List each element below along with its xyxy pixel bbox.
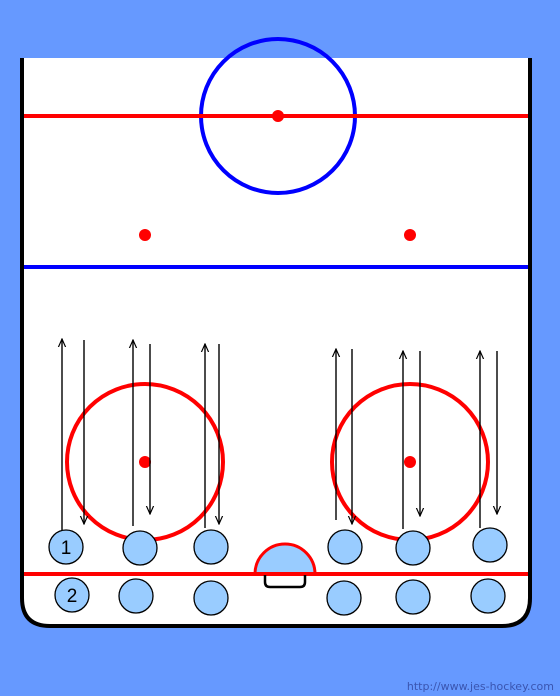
goal-crease <box>253 542 317 576</box>
site-watermark: http://www.jes-hockey.com <box>406 680 554 693</box>
player-marker <box>395 579 431 615</box>
player-marker <box>327 529 363 565</box>
player-marker <box>122 530 158 566</box>
right-faceoff-dot <box>404 456 416 468</box>
player-number: 1 <box>61 538 72 559</box>
player-number: 2 <box>67 586 78 607</box>
goal-net <box>263 575 307 589</box>
player-marker <box>470 578 506 614</box>
neutral-zone-dot-left <box>139 229 151 241</box>
skating-arrows <box>62 339 497 532</box>
player-marker: 2 <box>54 577 90 613</box>
ice-surface <box>22 58 530 626</box>
player-marker <box>326 580 362 616</box>
players: 1 2 <box>48 527 508 616</box>
center-faceoff-dot <box>272 110 284 122</box>
player-marker <box>193 580 229 616</box>
left-faceoff-dot <box>139 456 151 468</box>
player-marker <box>118 578 154 614</box>
player-marker <box>472 527 508 563</box>
player-marker <box>193 529 229 565</box>
player-marker: 1 <box>48 529 84 565</box>
player-marker <box>395 530 431 566</box>
rink-boards <box>20 58 532 628</box>
neutral-zone-dot-right <box>404 229 416 241</box>
